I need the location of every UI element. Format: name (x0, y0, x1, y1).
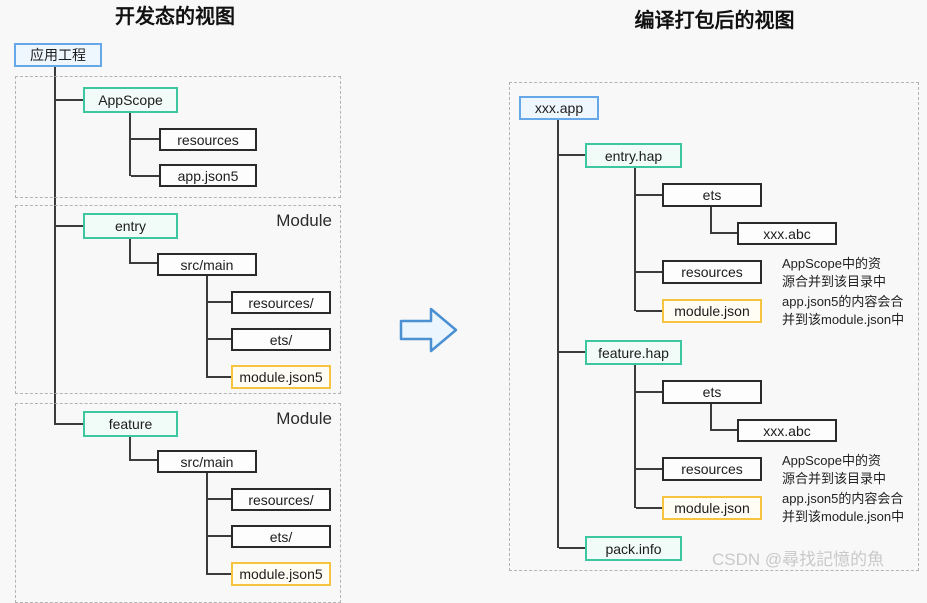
appscope-node: AppScope (83, 87, 178, 113)
tree-connector (56, 225, 83, 227)
feature-ets-node: ets/ (231, 525, 331, 548)
entry-srcmain-node: src/main (157, 253, 257, 276)
tree-connector (710, 404, 712, 431)
pkg-tree-trunk-line (557, 120, 559, 548)
tree-connector (559, 154, 585, 156)
tree-connector (634, 365, 636, 508)
feature-srcmain-node: src/main (157, 450, 257, 473)
tree-connector (712, 429, 737, 431)
tree-connector (208, 498, 231, 500)
appscope-group-box (15, 76, 341, 198)
entry-ets-node: ets/ (231, 328, 331, 351)
packaged-view-title: 编译打包后的视图 (634, 10, 795, 32)
tree-connector (208, 535, 231, 537)
tree-connector (712, 232, 737, 234)
feature-hap-resources-node: resources (662, 457, 762, 481)
tree-connector (131, 262, 157, 264)
tree-connector (208, 338, 231, 340)
tree-connector (634, 168, 636, 311)
app-package-group-box (509, 82, 919, 571)
pack-info-node: pack.info (585, 536, 682, 561)
entry-hap-modulejson-node: module.json (662, 299, 762, 323)
dev-tree-trunk-line (54, 67, 56, 425)
entry-resources-node: resources/ (231, 291, 331, 314)
tree-connector (129, 113, 131, 176)
feature-hap-node: feature.hap (585, 340, 682, 365)
entry-modulejson5-node: module.json5 (231, 365, 331, 389)
tree-connector (636, 507, 662, 509)
csdn-watermark: CSDN @尋找記憶的魚 (712, 550, 885, 569)
tree-connector (56, 99, 83, 101)
tree-connector (206, 276, 208, 378)
entry-hap-resources-node: resources (662, 260, 762, 284)
feature-hap-modulejson-node: module.json (662, 496, 762, 520)
tree-connector (129, 437, 131, 461)
entry-resources-note: AppScope中的资 源合并到该目录中 (782, 256, 887, 289)
appscope-appjson5-node: app.json5 (159, 164, 257, 187)
tree-connector (129, 239, 131, 264)
feature-modulejson-note: app.json5的内容会合 并到该module.json中 (782, 491, 905, 524)
dev-view-title: 开发态的视图 (115, 6, 235, 28)
feature-modulejson5-node: module.json5 (231, 562, 331, 586)
tree-connector (710, 207, 712, 234)
feature-module-label: Module (276, 409, 332, 428)
tree-connector (636, 271, 662, 273)
feature-resources-node: resources/ (231, 488, 331, 511)
xxx-app-node: xxx.app (519, 96, 599, 120)
feature-hap-ets-node: ets (662, 380, 762, 404)
tree-connector (206, 473, 208, 575)
entry-hap-abc-node: xxx.abc (737, 222, 837, 245)
tree-connector (131, 175, 159, 177)
entry-module-label: Module (276, 211, 332, 230)
tree-connector (208, 573, 231, 575)
feature-resources-note: AppScope中的资 源合并到该目录中 (782, 453, 887, 486)
tree-connector (636, 468, 662, 470)
tree-connector (559, 351, 585, 353)
entry-modulejson-note: app.json5的内容会合 并到该module.json中 (782, 294, 905, 327)
tree-connector (131, 138, 159, 140)
tree-connector (208, 301, 231, 303)
appscope-resources-node: resources (159, 128, 257, 151)
entry-node: entry (83, 213, 178, 239)
entry-module-group-box (15, 205, 341, 394)
entry-hap-ets-node: ets (662, 183, 762, 207)
feature-node: feature (83, 411, 178, 437)
tree-connector (636, 310, 662, 312)
app-project-node: 应用工程 (14, 43, 102, 67)
tree-connector (56, 423, 83, 425)
transform-arrow-icon (399, 307, 458, 353)
feature-hap-abc-node: xxx.abc (737, 419, 837, 442)
tree-connector (636, 194, 662, 196)
tree-connector (559, 547, 585, 549)
tree-connector (131, 459, 157, 461)
entry-hap-node: entry.hap (585, 143, 682, 168)
tree-connector (636, 391, 662, 393)
tree-connector (208, 376, 231, 378)
